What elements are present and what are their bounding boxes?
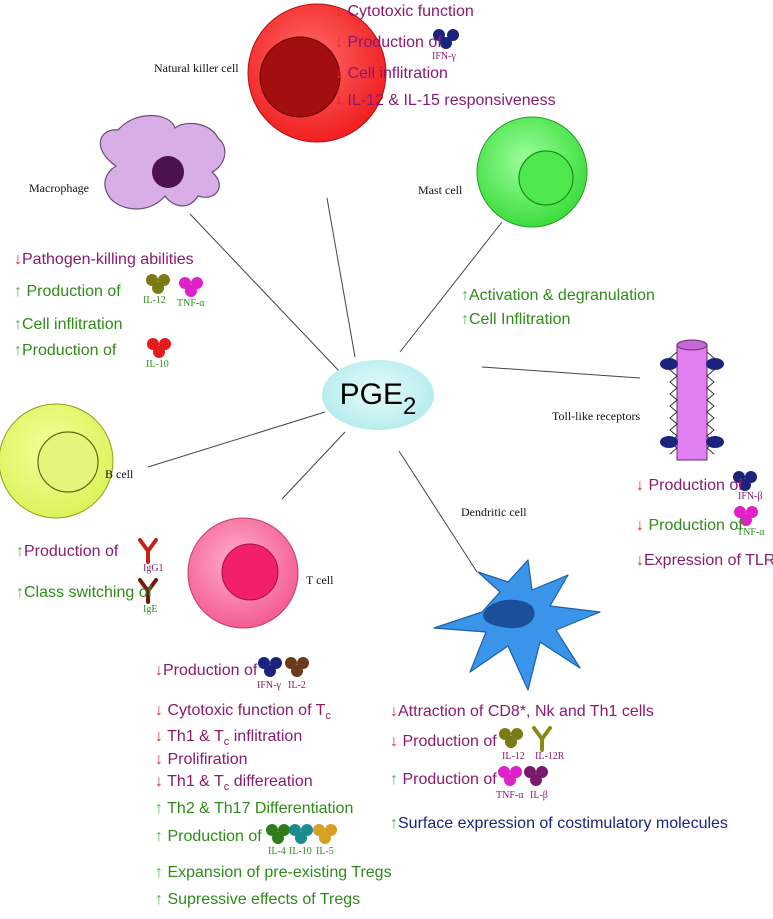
b-igg1-label: IgG1	[143, 563, 164, 574]
nk-effect-3: ↓ Cell inflitration	[335, 65, 448, 82]
macrophage-icon	[99, 115, 226, 210]
il-beta-icon	[524, 766, 548, 786]
t-cell-icon	[187, 517, 299, 629]
tlr-tnfa-label: TNF-α	[737, 527, 765, 538]
tnf-alpha-icon	[734, 506, 758, 526]
il12-icon	[499, 728, 523, 748]
macrophage-effect-2: ↑ Production of	[14, 283, 121, 300]
dc-il12-label: IL-12	[502, 751, 525, 762]
dc-il12r-label: IL-12R	[535, 751, 565, 762]
nk-effect-2: ↓ Production of	[335, 34, 442, 51]
tcell-effect-2: ↓ Cytotoxic function of Tc	[155, 702, 331, 723]
nk-cell-icon	[247, 3, 387, 143]
t-il10-label: IL-10	[289, 846, 312, 857]
dendritic-cell-label: Dendritic cell	[461, 505, 527, 519]
macrophage-label: Macrophage	[29, 181, 89, 195]
mast-cell-label: Mast cell	[418, 183, 463, 197]
ifn-gamma-icon	[433, 29, 459, 49]
nk-effect-4: ↓ IL-12 & IL-15 responsiveness	[335, 92, 556, 109]
connector-lines	[147, 197, 641, 573]
tcell-effect-4: ↓ Prolifiration	[155, 751, 248, 768]
tlr-label: Toll-like receptors	[552, 409, 641, 423]
pge2-subscript: 2	[403, 393, 417, 420]
tcell-effect-6: ↑ Th2 & Th17 Differentiation	[155, 800, 354, 817]
tcell-effect-9: ↑ Supressive effects of Tregs	[155, 891, 361, 908]
t-cell-label: T cell	[306, 573, 334, 587]
tcell-effect-1: ↓Production of	[155, 662, 258, 679]
dc-effect-2: ↓ Production of	[390, 733, 497, 750]
molecule-icons	[138, 29, 758, 844]
tlr-effect-2: ↓ Production of	[636, 517, 743, 534]
t-il5-label: IL-5	[316, 846, 334, 857]
il5-icon	[313, 824, 337, 844]
ifn-gamma-icon	[258, 657, 282, 677]
tcell-effect-5: ↓ Th1 & Tc differeation	[155, 773, 313, 794]
antibody-igg1-icon	[138, 538, 158, 564]
mast-effect-2: ↑Cell Inflitration	[461, 311, 571, 328]
t-il2-label: IL-2	[288, 680, 306, 691]
il10-icon	[289, 824, 313, 844]
t-il4-label: IL-4	[268, 846, 286, 857]
dc-effect-1: ↓Attraction of CD8*, Nk and Th1 cells	[390, 703, 654, 720]
nk-cell-label: Natural killer cell	[154, 61, 239, 75]
tcell-effect-3: ↓ Th1 & Tc inflitration	[155, 728, 303, 749]
il4-icon	[266, 824, 290, 844]
macrophage-effect-3: ↑Cell inflitration	[14, 316, 123, 333]
receptor-il12r-icon	[532, 726, 552, 752]
mast-cell-icon	[476, 116, 588, 228]
pge2-label: PGE	[339, 378, 403, 411]
tlr-icon	[660, 339, 724, 461]
tlr-ifnb-label: IFN-β	[738, 491, 763, 502]
macrophage-effect-4: ↑Production of	[14, 342, 117, 359]
mac-il12-label: IL-12	[143, 295, 166, 306]
t-ifng-label: IFN-γ	[257, 680, 281, 691]
nk-ifng-label: IFN-γ	[432, 51, 456, 62]
dc-effect-4: ↑Surface expression of costimulatory mol…	[390, 815, 728, 832]
bcell-effect-1: ↑Production of	[16, 543, 119, 560]
tcell-effect-7: ↑ Production of	[155, 828, 262, 845]
b-ige-label: IgE	[143, 604, 158, 615]
tnf-alpha-icon	[498, 766, 522, 786]
tnf-alpha-icon	[179, 277, 203, 297]
tlr-effect-1: ↓ Production of	[636, 477, 743, 494]
b-cell-label: B cell	[105, 467, 134, 481]
bcell-effect-2: ↑Class switching of	[16, 584, 153, 601]
macrophage-effect-1: ↓Pathogen-killing abilities	[14, 251, 194, 268]
dc-effect-3: ↑ Production of	[390, 771, 497, 788]
dendritic-cell-icon	[433, 559, 601, 691]
tcell-effect-8: ↑ Expansion of pre-existing Tregs	[155, 864, 392, 881]
il2-icon	[285, 657, 309, 677]
tlr-effect-3: ↓Expression of TLRs	[636, 552, 773, 569]
dc-tnfa-label: TNF-α	[496, 790, 524, 801]
mac-tnfa-label: TNF-α	[177, 298, 205, 309]
antibody-ige-icon	[138, 578, 158, 604]
nk-effect-1: ↓ Cytotoxic function	[335, 3, 474, 20]
dc-ilb-label: IL-β	[530, 790, 548, 801]
ifn-beta-icon	[733, 471, 757, 491]
il12-icon	[146, 274, 170, 294]
mast-effect-1: ↑Activation & degranulation	[461, 287, 655, 304]
b-cell-icon	[0, 403, 114, 519]
mac-il10-label: IL-10	[146, 359, 169, 370]
il10-icon	[147, 338, 171, 358]
